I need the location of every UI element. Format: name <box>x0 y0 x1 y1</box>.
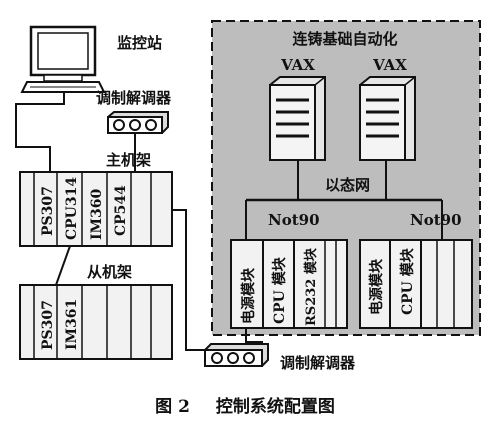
slave-rack-module-2: IM361 <box>64 299 80 350</box>
main-rack-module-3: IM360 <box>89 188 105 240</box>
modem-top-label: 调制解调器 <box>96 89 172 107</box>
node-left-module-cpu: CPU 模块 <box>271 256 288 324</box>
vax-label-left: VAX <box>280 56 315 74</box>
node-left-module-power: 电源模块 <box>240 267 257 324</box>
slave-rack: 从机架 PS307 IM361 <box>19 263 173 360</box>
automation-title: 连铸基础自动化 <box>292 30 397 48</box>
figure-caption: 图 2 控制系统配置图 <box>0 392 490 417</box>
node-label-right: Not90 <box>410 211 462 229</box>
node-left: 电源模块 CPU 模块 RS232 模块 <box>230 239 348 329</box>
main-rack-label: 主机架 <box>106 151 151 169</box>
node-left-module-rs232: RS232 模块 <box>303 247 319 326</box>
vax-label-right: VAX <box>372 56 407 74</box>
vax-server-right: VAX <box>359 56 416 161</box>
node-right-module-power: 电源模块 <box>368 258 385 315</box>
figure-title: 控制系统配置图 <box>215 397 335 417</box>
slave-rack-module-1: PS307 <box>40 300 56 350</box>
main-rack: 主机架 PS307 CPU314 IM360 CP544 <box>19 151 173 247</box>
ethernet-links: 以态网 Not90 Not90 <box>245 160 462 240</box>
monitor-station: 监控站 <box>20 25 162 93</box>
main-rack-module-4: CP544 <box>113 185 129 236</box>
modem-top: 调制解调器 <box>96 89 172 134</box>
modem-bottom-label: 调制解调器 <box>280 354 356 372</box>
main-rack-module-2: CPU314 <box>64 177 80 240</box>
node-label-left: Not90 <box>268 211 320 229</box>
main-rack-module-1: PS307 <box>40 186 56 236</box>
node-right-module-cpu: CPU 模块 <box>399 247 416 315</box>
node-right: 电源模块 CPU 模块 <box>359 239 473 329</box>
figure-number: 图 2 <box>155 397 190 417</box>
modem-bottom: 调制解调器 <box>204 343 356 372</box>
ethernet-label: 以态网 <box>325 176 370 194</box>
slave-rack-label: 从机架 <box>87 263 132 281</box>
monitor-station-label: 监控站 <box>117 34 162 52</box>
vax-server-left: VAX <box>269 56 326 161</box>
